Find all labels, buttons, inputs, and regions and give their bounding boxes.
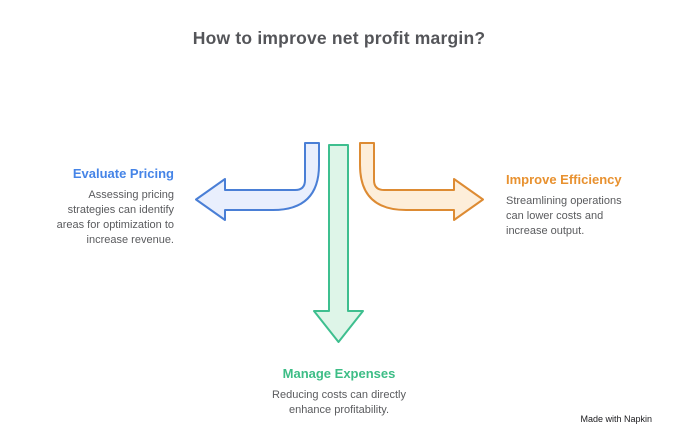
branch-improve-efficiency: Improve Efficiency Streamlining operatio… [506,172,656,239]
branch-heading-evaluate-pricing: Evaluate Pricing [72,166,174,181]
branch-body-manage-expenses: Reducing costs can directly enhance prof… [272,389,406,416]
branch-manage-expenses: Manage Expenses Reducing costs can direc… [229,366,449,418]
curved-left-arrow-icon [195,142,320,221]
straight-down-arrow-icon [313,144,364,343]
branch-heading-manage-expenses: Manage Expenses [282,366,396,381]
diagram-title: How to improve net profit margin? [192,28,486,48]
watermark: Made with Napkin [580,414,652,424]
branch-heading-improve-efficiency: Improve Efficiency [506,172,622,187]
branch-evaluate-pricing: Evaluate Pricing Assessing pricing strat… [14,166,174,248]
curved-right-arrow-icon [359,142,484,221]
branch-body-improve-efficiency: Streamlining operations can lower costs … [506,195,622,237]
branch-body-evaluate-pricing: Assessing pricing strategies can identif… [56,189,174,246]
